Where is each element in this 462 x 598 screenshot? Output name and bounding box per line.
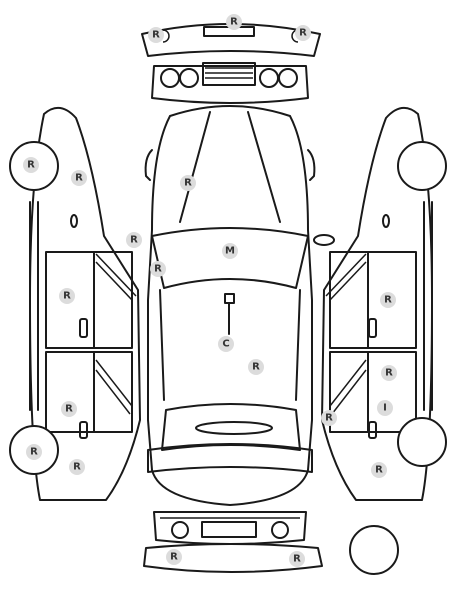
rear-view [153,511,307,545]
marker-center[interactable]: C [218,336,234,352]
svg-text:R: R [30,447,38,458]
marker-front-bumper-right[interactable]: R [295,25,311,41]
marker-left-rear-wheel[interactable]: R [26,444,42,460]
svg-text:R: R [184,178,192,189]
car-top-view [144,105,335,506]
svg-text:R: R [325,413,333,424]
svg-text:R: R [293,554,301,565]
svg-text:C: C [222,339,229,350]
svg-text:R: R [75,173,83,184]
svg-text:R: R [170,552,178,563]
marker-front-bumper-left[interactable]: R [148,27,164,43]
marker-windshield[interactable]: M [222,243,238,259]
marker-left-rear-quarter[interactable]: R [69,459,85,475]
rear-bumper [143,543,323,573]
marker-roof[interactable]: R [248,359,264,375]
svg-text:I: I [383,403,387,414]
marker-rear-bumper-left[interactable]: R [166,549,182,565]
marker-left-front-fender[interactable]: R [71,170,87,186]
marker-right-rear-quarter[interactable]: R [371,462,387,478]
marker-right-rear-door-lower[interactable]: I [377,400,393,416]
left-side-view [9,107,141,501]
svg-text:R: R [375,465,383,476]
svg-text:M: M [225,246,235,257]
marker-hood[interactable]: R [180,175,196,191]
svg-text:R: R [27,160,35,171]
marker-right-rear-pillar[interactable]: R [321,410,337,426]
marker-front-bumper-center[interactable]: R [226,14,242,30]
svg-text:R: R [130,235,138,246]
right-side-view [321,107,447,501]
svg-text:R: R [385,368,393,379]
svg-text:R: R [299,28,307,39]
front-view [151,62,309,104]
marker-a-pillar-left[interactable]: R [150,261,166,277]
svg-text:R: R [63,291,71,302]
marker-left-front-wheel[interactable]: R [23,157,39,173]
svg-text:R: R [152,30,160,41]
svg-text:R: R [73,462,81,473]
marker-rear-bumper-right[interactable]: R [289,551,305,567]
marker-right-rear-door-upper[interactable]: R [381,365,397,381]
marker-left-rear-door[interactable]: R [61,401,77,417]
svg-text:R: R [65,404,73,415]
marker-right-front-door[interactable]: R [380,292,396,308]
svg-text:R: R [154,264,162,275]
marker-left-mirror[interactable]: R [126,232,142,248]
marker-left-front-door[interactable]: R [59,288,75,304]
svg-text:R: R [252,362,260,373]
svg-text:R: R [384,295,392,306]
spare-wheel [349,525,399,575]
svg-text:R: R [230,17,238,28]
